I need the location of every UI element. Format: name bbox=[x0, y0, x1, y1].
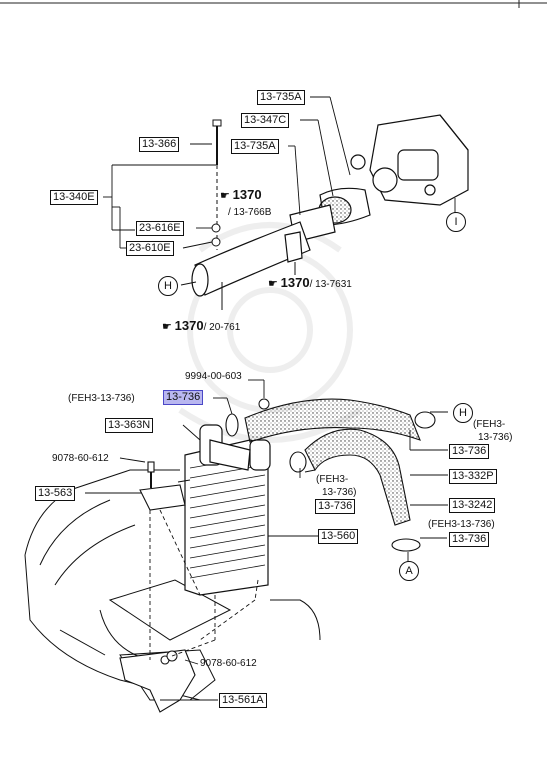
ref-1370-c[interactable]: ☛ 1370/ 20-761 bbox=[162, 319, 240, 334]
intercooler-core bbox=[184, 424, 271, 596]
ref-number: 1370 bbox=[232, 187, 262, 202]
label-13-561A[interactable]: 13-561A bbox=[219, 693, 267, 708]
ref-1370-a[interactable]: ☛ 1370 bbox=[220, 188, 262, 203]
label-13-340E[interactable]: 13-340E bbox=[50, 190, 98, 205]
ref-number: 1370 bbox=[174, 318, 204, 333]
pointing-hand-icon: ☛ bbox=[162, 321, 172, 333]
label-13-366[interactable]: 13-366 bbox=[139, 137, 180, 152]
label-13-332P[interactable]: 13-332P bbox=[449, 469, 497, 484]
label-13-736-right[interactable]: 13-736 bbox=[449, 444, 490, 459]
label-13-347C[interactable]: 13-347C bbox=[241, 113, 290, 128]
label-feh3-mid-a: (FEH3- bbox=[316, 474, 349, 485]
bolt-9994 bbox=[258, 398, 270, 410]
label-13-736-highlighted[interactable]: 13-736 bbox=[163, 390, 204, 405]
circle-marker-H-right[interactable]: H bbox=[453, 403, 473, 423]
label-13-560[interactable]: 13-560 bbox=[318, 529, 359, 544]
label-13-735A-top[interactable]: 13-735A bbox=[257, 90, 305, 105]
label-feh3-low: (FEH3-13-736) bbox=[428, 519, 495, 530]
label-9078-60-612-top: 9078-60-612 bbox=[52, 453, 109, 464]
ref-13-766B: / 13-766B bbox=[228, 207, 272, 218]
label-23-616E[interactable]: 23-616E bbox=[136, 221, 184, 236]
label-13-363N[interactable]: 13-363N bbox=[105, 418, 154, 433]
bracket-13-563 bbox=[139, 461, 191, 511]
label-feh3-right-b: 13-736) bbox=[478, 432, 513, 443]
circle-marker-I[interactable]: I bbox=[446, 212, 466, 232]
pointing-hand-icon: ☛ bbox=[220, 190, 230, 202]
air-hose-upper bbox=[191, 187, 371, 297]
circle-marker-H-top[interactable]: H bbox=[158, 276, 178, 296]
label-13-563[interactable]: 13-563 bbox=[35, 486, 76, 501]
circle-marker-A[interactable]: A bbox=[399, 561, 419, 581]
label-13-3242[interactable]: 13-3242 bbox=[449, 498, 496, 513]
hose-clamps bbox=[225, 411, 436, 552]
label-13-736-lower[interactable]: 13-736 bbox=[449, 532, 490, 547]
ref-sub: / 20-761 bbox=[203, 322, 241, 333]
label-feh3-left: (FEH3-13-736) bbox=[68, 393, 135, 404]
pointing-hand-icon: ☛ bbox=[268, 278, 278, 290]
intercooler-hoses bbox=[244, 398, 421, 526]
ref-sub: / 13-7631 bbox=[309, 279, 352, 290]
label-feh3-mid-b: 13-736) bbox=[322, 487, 357, 498]
label-9994-00-603: 9994-00-603 bbox=[185, 371, 242, 382]
ref-number: 1370 bbox=[280, 275, 310, 290]
ref-1370-b[interactable]: ☛ 1370/ 13-7631 bbox=[268, 276, 352, 291]
label-23-610E[interactable]: 23-610E bbox=[126, 241, 174, 256]
label-13-736-mid[interactable]: 13-736 bbox=[315, 499, 356, 514]
label-9078-60-612-bottom: 9078-60-612 bbox=[200, 658, 257, 669]
label-13-735A-mid[interactable]: 13-735A bbox=[231, 139, 279, 154]
bolt-13-366 bbox=[212, 119, 222, 165]
throttle-body bbox=[350, 114, 469, 206]
label-feh3-right-a: (FEH3- bbox=[473, 419, 506, 430]
bracket-13-561A bbox=[119, 649, 196, 713]
